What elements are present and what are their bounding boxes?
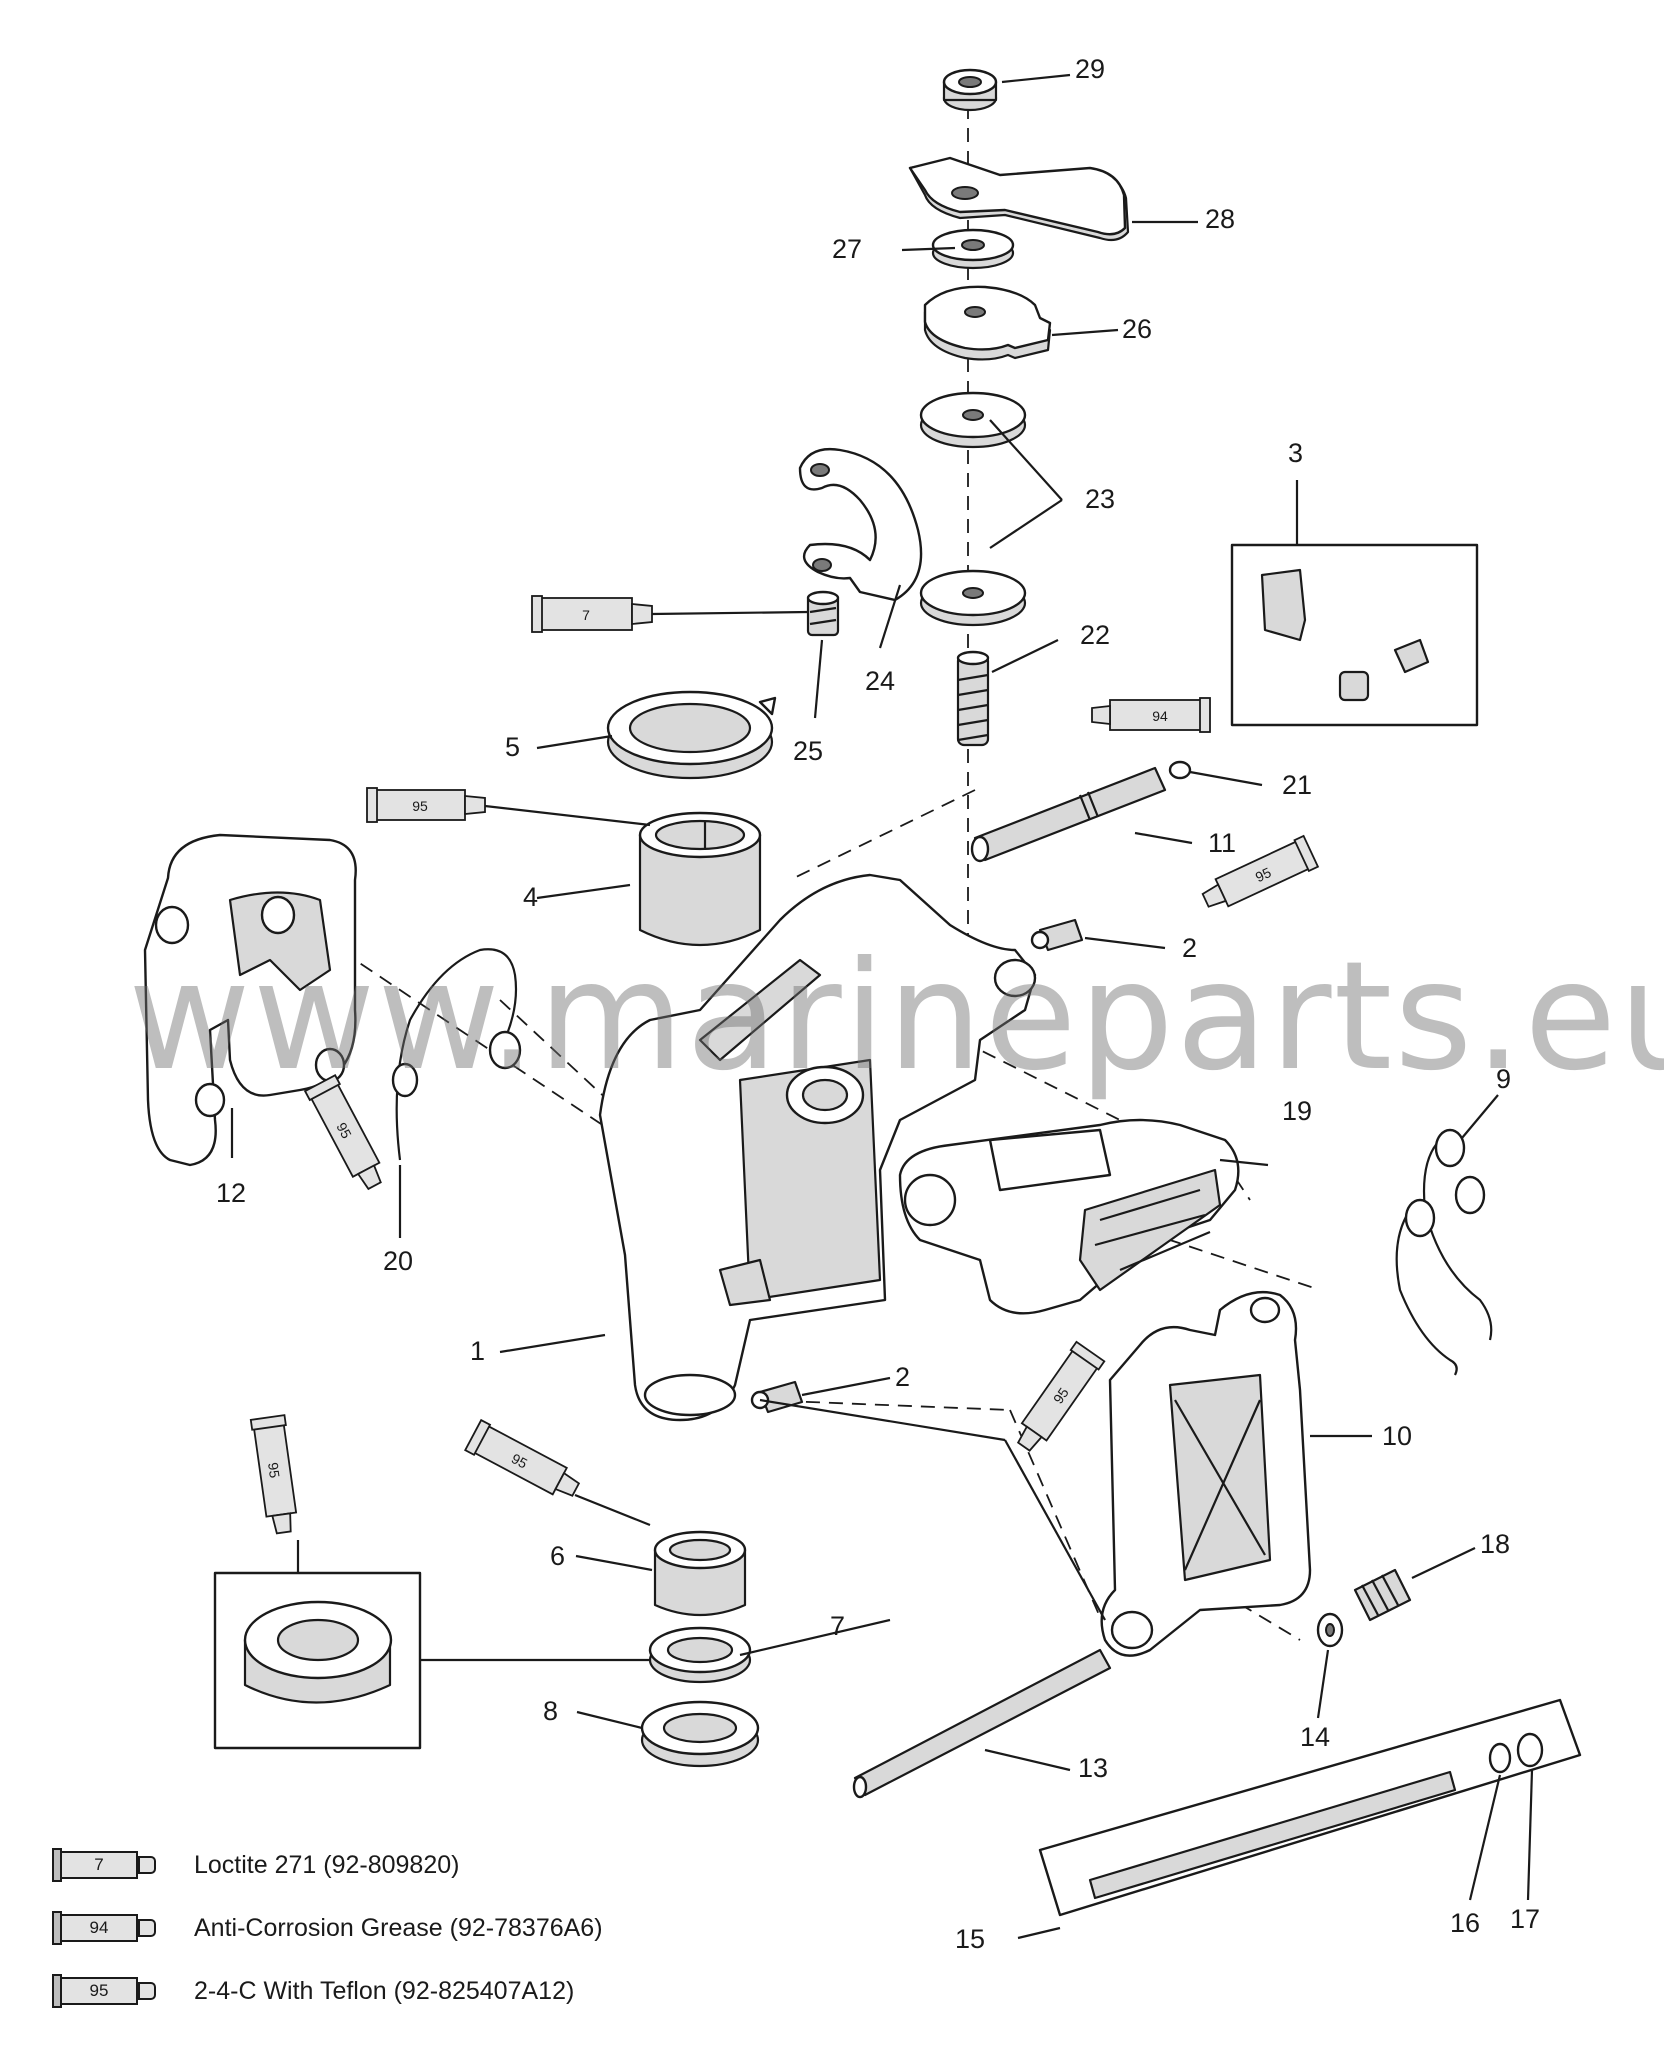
callout-14: 14 [1300, 1722, 1330, 1752]
legend-tube-icon: 94 [52, 1911, 172, 1945]
callout-25: 25 [793, 736, 823, 766]
part-14-washer [1316, 1612, 1344, 1648]
callout-16: 16 [1450, 1908, 1480, 1938]
callout-1: 1 [470, 1336, 485, 1366]
part-25-fitting [806, 590, 840, 637]
part-3-kit-box [1230, 543, 1479, 727]
callout-6: 6 [550, 1541, 565, 1571]
part-29-nut [942, 68, 998, 112]
watermark: www.marineparts.eu [128, 930, 1664, 1104]
callout-18: 18 [1480, 1529, 1510, 1559]
part-12-clamp [143, 833, 357, 1167]
legend-code: 95 [89, 1981, 109, 2000]
callout-7: 7 [830, 1611, 845, 1641]
tube-95-b-label: 95 [1253, 864, 1274, 885]
callout-8: 8 [543, 1696, 558, 1726]
part-5-seal [606, 690, 777, 780]
callout-11: 11 [1208, 828, 1236, 858]
legend-tube-icon: 7 [52, 1848, 172, 1882]
part-21-ring [1168, 760, 1192, 780]
part-9-springs [1395, 1128, 1493, 1376]
callout-27: 27 [832, 234, 862, 264]
callout-5: 5 [505, 732, 520, 762]
callout-13: 13 [1078, 1753, 1108, 1783]
part-11-pin [970, 766, 1167, 863]
tube-94: 94 [1091, 697, 1211, 733]
tube-7: 7 [531, 595, 653, 633]
lubricant-tubes: 7 94 95 95 95 9 [249, 595, 1320, 1621]
part-1-swivel-bracket [598, 873, 1037, 1422]
part-23-washers [919, 391, 1027, 627]
part-24-strap [798, 447, 923, 602]
legend-text: Loctite 271 (92-809820) [194, 1850, 460, 1879]
part-22-screw [956, 650, 990, 747]
legend-code: 94 [89, 1918, 109, 1937]
callout-23: 23 [1085, 484, 1115, 514]
legend-text: 2-4-C With Teflon (92-825407A12) [194, 1976, 575, 2005]
part-8-seal [640, 1700, 760, 1768]
part-10-clamp-plate [1100, 1291, 1312, 1657]
tube-95-c: 95 [303, 1074, 382, 1191]
part-18-spring [1353, 1568, 1412, 1622]
tube-95-a: 95 [366, 787, 486, 823]
tube-95-a-label: 95 [412, 798, 428, 814]
callout-26: 26 [1122, 314, 1152, 344]
legend-row-anti-corrosion: 94 Anti-Corrosion Grease (92-78376A6) [52, 1903, 812, 1953]
legend-code: 7 [94, 1855, 104, 1874]
part-6-bushing [653, 1530, 747, 1617]
part-20-spring [391, 948, 522, 1161]
tube-95-e: 95 [464, 1418, 581, 1497]
legend-text: Anti-Corrosion Grease (92-78376A6) [194, 1913, 603, 1942]
callout-19: 19 [1282, 1096, 1312, 1126]
callout-15: 15 [955, 1924, 985, 1954]
tube-95-f: 95 [249, 1414, 298, 1535]
legend-tube-icon: 95 [52, 1974, 172, 2008]
callout-24: 24 [865, 666, 895, 696]
tube-95-c-label: 95 [333, 1120, 355, 1141]
callout-22: 22 [1080, 620, 1110, 650]
part-26-plate [923, 285, 1052, 361]
callout-2-lower: 2 [895, 1362, 910, 1392]
tube-95-b: 95 [1201, 834, 1320, 908]
callout-21: 21 [1282, 770, 1312, 800]
callout-leaders [230, 73, 1534, 1940]
callout-20: 20 [383, 1246, 413, 1276]
seal-detail-box [213, 1571, 650, 1750]
part-2-lower-fitting [750, 1380, 804, 1414]
callout-28: 28 [1205, 204, 1235, 234]
part-15-kit-box [1038, 1698, 1582, 1917]
tube-7-label: 7 [582, 607, 590, 623]
legend-row-teflon: 95 2-4-C With Teflon (92-825407A12) [52, 1966, 812, 2016]
callout-numbers: 29 28 27 26 23 22 24 25 3 5 21 11 2 4 12… [216, 54, 1540, 1954]
callout-12: 12 [216, 1178, 246, 1208]
tube-95-f-label: 95 [265, 1461, 283, 1479]
callout-2-upper: 2 [1182, 933, 1197, 963]
callout-10: 10 [1382, 1421, 1412, 1451]
tube-95-d: 95 [1016, 1340, 1106, 1452]
part-2-upper-fitting [1030, 918, 1084, 952]
callout-4: 4 [523, 882, 538, 912]
tube-95-e-label: 95 [509, 1450, 530, 1472]
callout-17: 17 [1510, 1904, 1540, 1934]
part-28-lever [908, 156, 1130, 242]
callout-29: 29 [1075, 54, 1105, 84]
part-19-lever [898, 1118, 1240, 1315]
callout-9: 9 [1496, 1064, 1511, 1094]
part-7-seal [648, 1626, 752, 1684]
callout-3: 3 [1288, 438, 1303, 468]
legend-row-loctite: 7 Loctite 271 (92-809820) [52, 1840, 812, 1890]
part-27-washer [931, 228, 1015, 270]
tube-94-label: 94 [1152, 708, 1168, 724]
part-13-tube [852, 1648, 1112, 1799]
part-4-bushing [638, 811, 762, 947]
